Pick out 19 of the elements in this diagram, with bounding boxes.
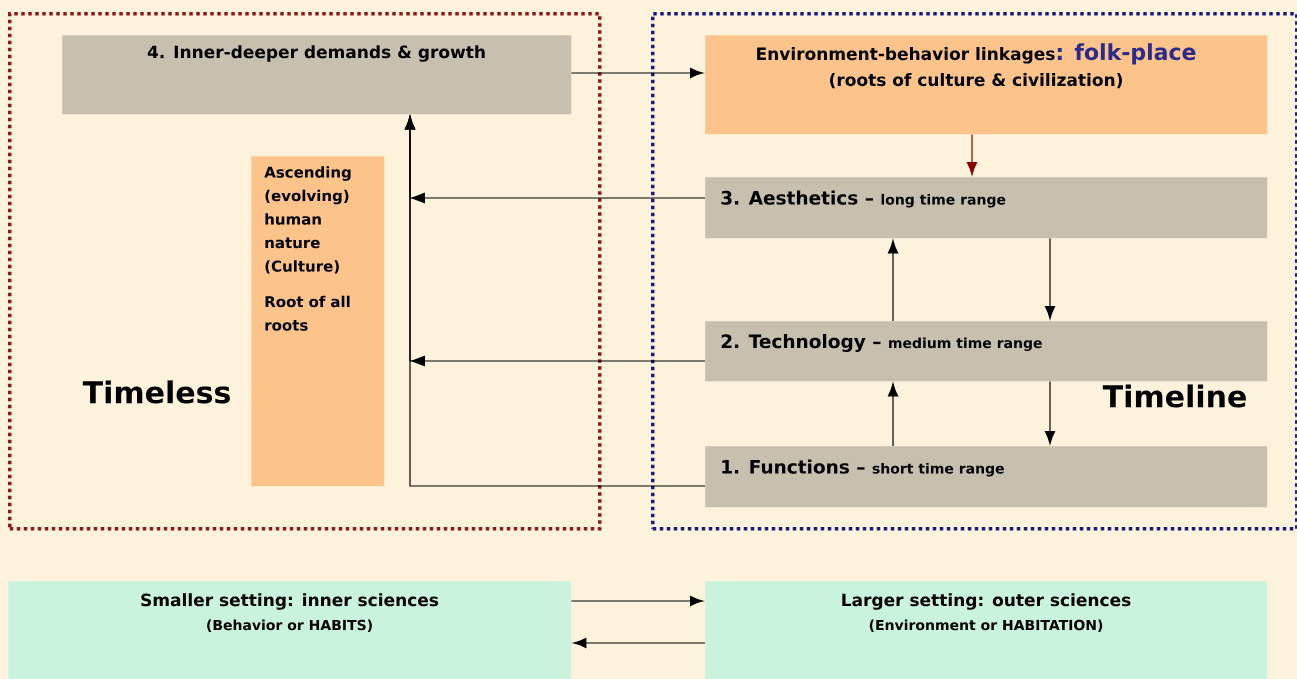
note-box: Ascending (evolving) human nature (Culture) Root of all roots [251, 156, 385, 487]
arrow [570, 595, 704, 607]
process-box: 1. Functions – short time range [705, 446, 1268, 508]
process-box: 4. Inner-deeper demands & growth [62, 35, 572, 115]
arrow [570, 67, 704, 79]
arrow [887, 240, 899, 322]
arrow [573, 637, 706, 649]
arrow [404, 116, 706, 487]
setting-box: Smaller setting: inner sciences (Behavior or HABITS) [8, 581, 572, 679]
setting-box: Larger setting: outer sciences (Environment or HABITATION) [705, 581, 1268, 679]
process-box: Environment-behavior linkages: folk-place (roots of culture & civilization) [705, 35, 1268, 135]
process-box: 3. Aesthetics – long time range [705, 177, 1268, 239]
arrow [966, 133, 978, 176]
frame-label: Timeless [82, 380, 230, 404]
arrow [1044, 380, 1056, 445]
arrow [1044, 237, 1056, 320]
arrow [887, 383, 899, 447]
frame-label: Timeline [1102, 384, 1246, 408]
process-box: 2. Technology – medium time range [705, 321, 1268, 382]
